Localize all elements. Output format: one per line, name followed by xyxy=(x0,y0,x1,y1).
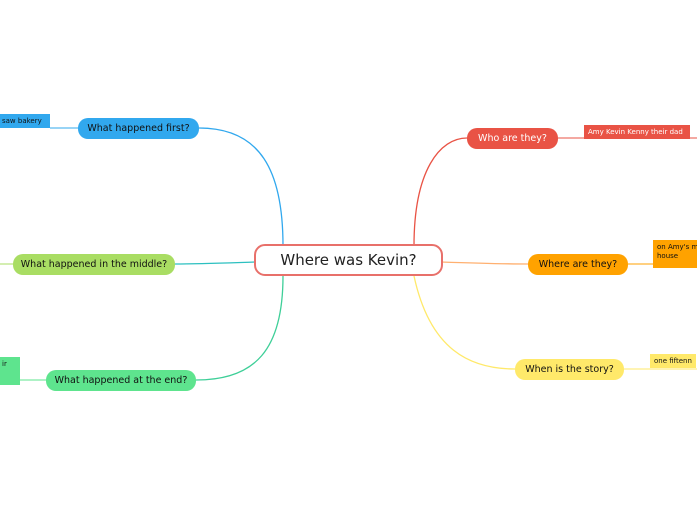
topic-when-is-story[interactable]: When is the story? xyxy=(515,359,624,380)
topic-what-happened-end[interactable]: What happened at the end? xyxy=(46,370,196,391)
subtopic-who-detail[interactable]: Amy Kevin Kenny their dad xyxy=(584,125,690,139)
central-topic[interactable]: Where was Kevin? xyxy=(254,244,443,276)
subtopic-when-detail[interactable]: one fiftenn xyxy=(650,354,696,368)
link-central-who xyxy=(413,137,468,247)
subtopic-where-detail[interactable]: on Amy's m house xyxy=(653,240,697,268)
link-central-end xyxy=(195,275,284,381)
subtopic-first-detail[interactable]: saw bakery xyxy=(0,114,50,128)
link-central-where xyxy=(440,261,529,265)
topic-where-are-they[interactable]: Where are they? xyxy=(528,254,628,275)
link-central-when xyxy=(413,275,516,370)
link-central-middle xyxy=(174,261,257,265)
topic-what-happened-middle[interactable]: What happened in the middle? xyxy=(13,254,175,275)
topic-what-happened-first[interactable]: What happened first? xyxy=(78,118,199,139)
subtopic-end-detail[interactable]: ir xyxy=(0,357,20,385)
link-central-first xyxy=(198,127,284,247)
topic-who-are-they[interactable]: Who are they? xyxy=(467,128,558,149)
